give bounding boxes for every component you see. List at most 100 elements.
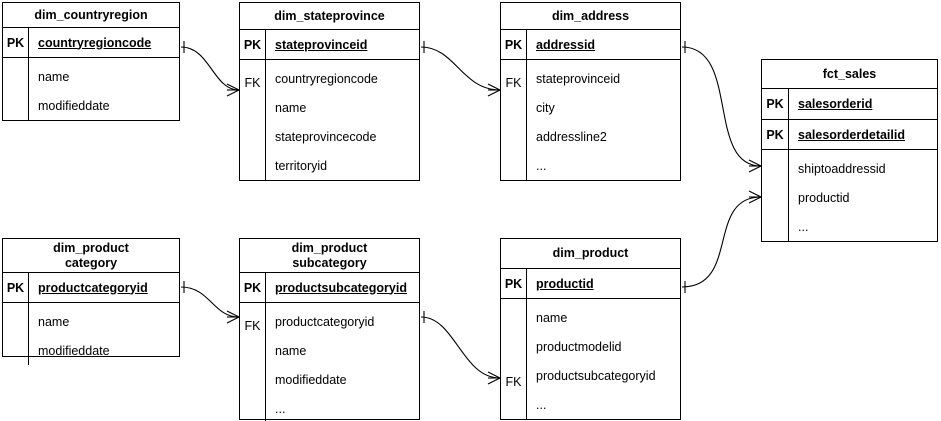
attribute-row[interactable]: modifieddate (29, 336, 179, 365)
attribute-row[interactable]: modifieddate (29, 91, 179, 120)
key-field-name: productsubcategoryid (275, 280, 407, 295)
attribute-name: productcategoryid (275, 314, 375, 329)
attribute-gutter (3, 58, 29, 120)
attribute-row[interactable]: territoryid (266, 151, 419, 180)
attribute-row[interactable]: ... (527, 151, 680, 180)
attribute-row[interactable]: ... (527, 390, 680, 419)
relationship-line (180, 286, 240, 318)
cardinality-many-crowfoot (226, 316, 240, 324)
attribute-name: ... (536, 397, 547, 412)
attribute-row[interactable]: city (527, 93, 680, 122)
entity-title-line: dim_countryregion (34, 7, 148, 22)
attribute-row[interactable]: name (266, 336, 419, 365)
attribute-name: ... (536, 158, 547, 173)
attribute-name: city (536, 100, 555, 115)
cardinality-many-crowfoot (226, 310, 240, 318)
cardinality-many-crowfoot (748, 165, 762, 173)
foreign-key-marker: FK (505, 375, 522, 389)
key-field-name: salesorderid (798, 97, 873, 111)
attribute-row[interactable]: name (29, 62, 179, 91)
attribute-row[interactable]: name (527, 303, 680, 332)
attribute-row[interactable]: productcategoryid (266, 307, 419, 336)
key-section: PK productcategoryid (3, 273, 179, 303)
key-field-name: addressid (536, 37, 596, 52)
key-marker: PK (240, 30, 266, 59)
attribute-row[interactable]: stateprovincecode (266, 122, 419, 151)
attribute-row[interactable]: productmodelid (527, 332, 680, 361)
entity-title-line: dim_product (552, 246, 629, 260)
attribute-name: productmodelid (536, 339, 622, 354)
attribute-name: name (536, 310, 568, 325)
entity-title-line: dim_product (53, 240, 129, 255)
attribute-row[interactable]: productid (789, 183, 937, 212)
key-row[interactable]: PK productcategoryid (3, 273, 179, 302)
attribute-gutter: FK (240, 60, 266, 180)
attribute-name: modifieddate (38, 98, 110, 113)
attribute-name: modifieddate (38, 343, 110, 358)
attribute-name: stateprovincecode (275, 129, 377, 144)
relationship-line (180, 46, 240, 91)
cardinality-many-crowfoot (748, 196, 762, 204)
attribute-row[interactable]: ... (789, 212, 937, 241)
attribute-gutter (762, 150, 789, 241)
attribute-row[interactable]: countryregioncode (266, 64, 419, 93)
entity-title: dim_countryregion (3, 3, 179, 28)
key-field-name: productcategoryid (38, 280, 148, 295)
entity-title: fct_sales (762, 60, 937, 89)
relationship-stateprovince-to-address (420, 41, 501, 97)
relationship-address-to-fctsales (681, 41, 762, 173)
attribute-rows: name modifieddate (29, 58, 179, 120)
attribute-name: name (38, 69, 70, 84)
key-field-name: stateprovinceid (275, 37, 368, 52)
key-row[interactable]: PK productsubcategoryid (240, 273, 419, 302)
entity-title-line: category (64, 255, 118, 270)
key-marker: PK (3, 273, 29, 302)
key-section: PK stateprovinceid (240, 30, 419, 60)
cardinality-many-crowfoot (748, 159, 762, 167)
attribute-row[interactable]: name (266, 93, 419, 122)
attribute-name: name (275, 343, 307, 358)
entity-title: dim_product (501, 239, 680, 269)
cardinality-many-crowfoot (487, 83, 501, 91)
key-marker: PK (240, 273, 266, 302)
key-row[interactable]: PK stateprovinceid (240, 30, 419, 59)
attribute-row[interactable]: shiptoaddressid (789, 154, 937, 183)
attribute-name: countryregioncode (275, 71, 378, 86)
attribute-row[interactable]: addressline2 (527, 122, 680, 151)
relationship-product-to-fctsales (681, 190, 762, 293)
attribute-name: modifieddate (275, 372, 347, 387)
attribute-row[interactable]: stateprovinceid (527, 64, 680, 93)
relationship-line (681, 46, 762, 167)
attribute-row[interactable]: productsubcategoryid (527, 361, 680, 390)
key-marker: PK (762, 120, 789, 149)
foreign-key-marker: FK (244, 319, 261, 333)
entity-title: dim_address (501, 3, 680, 30)
relationship-line (420, 316, 501, 379)
key-marker: PK (501, 269, 527, 298)
attribute-row[interactable]: ... (266, 394, 419, 421)
entity-title-line: subcategory (292, 255, 367, 270)
attribute-row[interactable]: name (29, 307, 179, 336)
key-field-name: countryregioncode (38, 35, 152, 50)
attribute-rows: productcategoryid name modifieddate... (266, 303, 419, 421)
attribute-name: territoryid (275, 158, 328, 173)
attribute-row[interactable]: modifieddate (266, 365, 419, 394)
